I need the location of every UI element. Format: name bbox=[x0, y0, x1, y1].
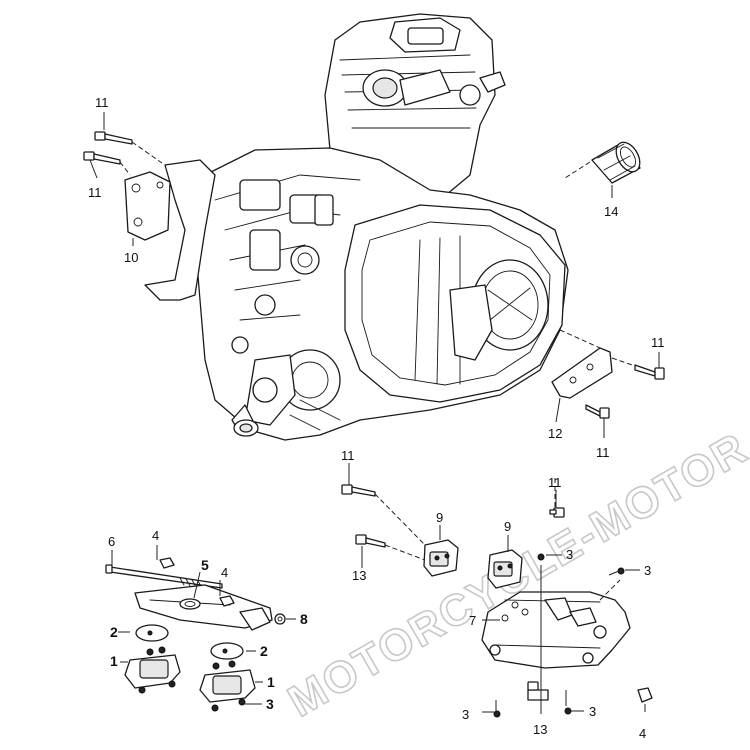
callout-10: 10 bbox=[124, 250, 138, 265]
callout-7: 7 bbox=[469, 613, 476, 628]
callout-3-left: 3 bbox=[266, 696, 274, 712]
part-4-nut-left-2 bbox=[219, 595, 235, 607]
part-6-long-bolt bbox=[105, 564, 223, 589]
part-13-bolt-mid bbox=[355, 534, 426, 561]
callout-12: 12 bbox=[548, 426, 562, 441]
callout-4-lower-right: 4 bbox=[639, 726, 646, 741]
callout-11-left: 11 bbox=[88, 185, 102, 200]
callout-4-left-2: 4 bbox=[221, 565, 228, 580]
part-2-washer-left bbox=[135, 624, 169, 642]
callout-11-right-low: 11 bbox=[596, 445, 610, 460]
callout-14: 14 bbox=[604, 204, 618, 219]
callout-11-mid: 11 bbox=[341, 448, 355, 463]
part-13-bolt-lower-right bbox=[527, 681, 549, 701]
part-11-bolt-upper-left bbox=[94, 131, 163, 164]
part-5-crossmember bbox=[134, 584, 273, 631]
part-11-bolt-right-low bbox=[585, 404, 610, 419]
callout-9-mid: 9 bbox=[436, 510, 443, 525]
part-3-bolts-lower-right bbox=[493, 553, 625, 718]
callout-6: 6 bbox=[108, 534, 115, 549]
part-4-nut-left-1 bbox=[159, 557, 175, 569]
callout-3-right-4: 3 bbox=[589, 704, 596, 719]
part-11-bolt-lower-right bbox=[549, 478, 565, 518]
callout-11-right: 11 bbox=[651, 335, 665, 350]
part-12-bracket bbox=[551, 329, 613, 399]
callout-11-top: 11 bbox=[95, 95, 109, 110]
callout-2-left-2: 2 bbox=[260, 643, 268, 659]
part-1-rubber-mount-left bbox=[124, 646, 181, 689]
part-3-bolts-lower-left bbox=[138, 680, 246, 712]
callout-2-left-1: 2 bbox=[110, 624, 118, 640]
callout-4-left-1: 4 bbox=[152, 528, 159, 543]
part-9-mount-right bbox=[487, 549, 523, 589]
callout-3-right-1: 3 bbox=[566, 547, 573, 562]
part-9-mount-mid bbox=[423, 539, 459, 577]
callout-8: 8 bbox=[300, 611, 308, 627]
part-11-bolt-left bbox=[83, 151, 131, 176]
callout-3-right-2: 3 bbox=[644, 563, 651, 578]
callout-13-lower-right: 13 bbox=[533, 722, 547, 737]
callout-13-mid: 13 bbox=[352, 568, 366, 583]
callout-labels: 11 11 10 14 11 12 11 11 9 13 11 9 3 3 7 … bbox=[88, 95, 665, 741]
callout-5: 5 bbox=[201, 557, 209, 573]
part-10-bracket bbox=[124, 171, 171, 241]
part-2-washer-right bbox=[210, 642, 244, 660]
callout-11-lower-right: 11 bbox=[548, 475, 562, 490]
part-14-intake-boot bbox=[564, 141, 641, 184]
part-11-bolt-right bbox=[611, 357, 665, 380]
part-11-bolt-mid bbox=[341, 484, 426, 546]
part-7-skid-plate bbox=[481, 579, 631, 669]
callout-3-right-3: 3 bbox=[462, 707, 469, 722]
engine-assembly bbox=[144, 13, 569, 441]
part-8-nut bbox=[274, 613, 286, 625]
callout-1-left-2: 1 bbox=[267, 674, 275, 690]
part-1-rubber-mount-right bbox=[199, 660, 256, 703]
callout-1-left-1: 1 bbox=[110, 653, 118, 669]
part-4-nut-lower-right bbox=[637, 687, 653, 703]
leader-lines bbox=[89, 112, 660, 714]
callout-9-right: 9 bbox=[504, 519, 511, 534]
